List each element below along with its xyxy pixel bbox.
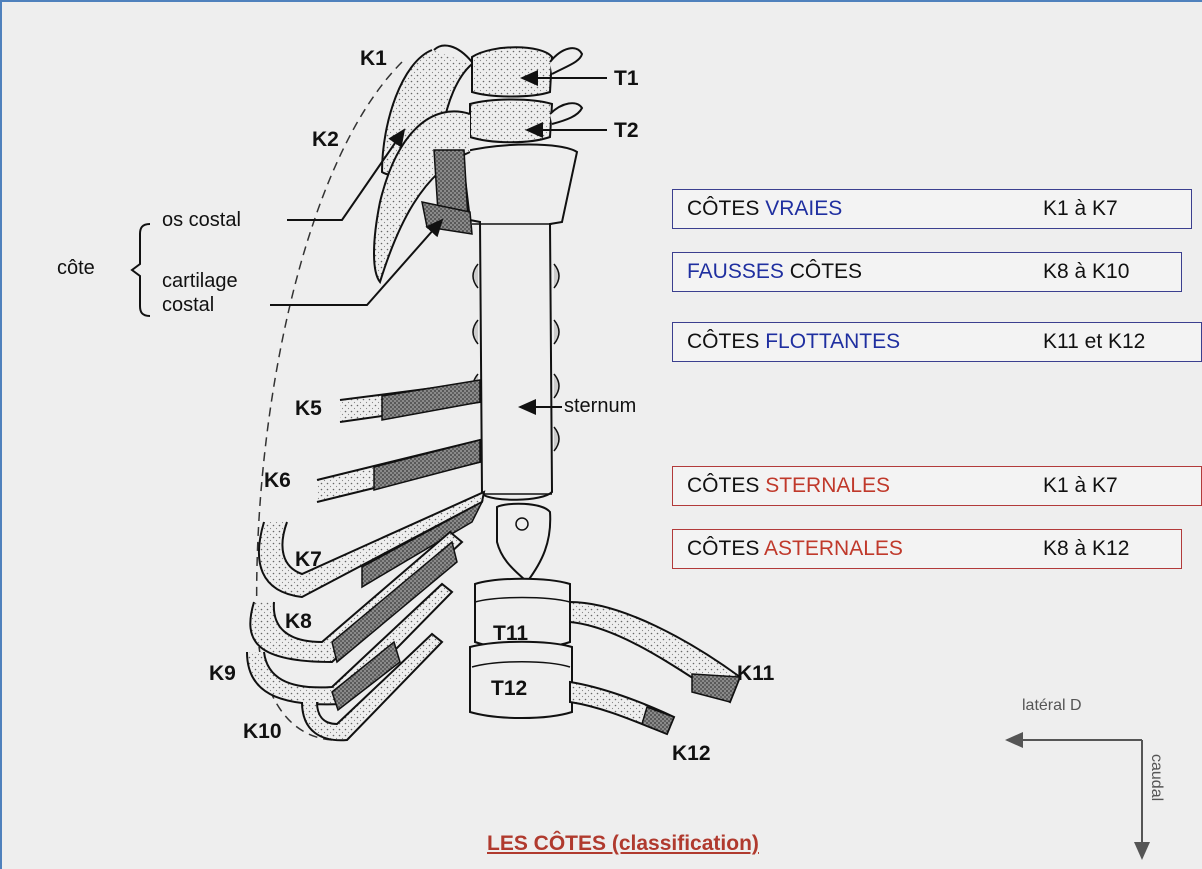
label-cartilage: cartilage — [162, 270, 238, 293]
cote-bracket — [132, 224, 150, 316]
page-title: LES CÔTES (classification) — [487, 832, 759, 856]
cartilage-leader — [270, 220, 442, 305]
box-asternales: CÔTES ASTERNALES K8 à K12 — [672, 529, 1182, 569]
label-k8: K8 — [285, 610, 312, 634]
box-fausses-range: K8 à K10 — [1043, 260, 1129, 284]
box-sternales: CÔTES STERNALES K1 à K7 — [672, 466, 1202, 506]
vertebra-t2-shape — [470, 100, 582, 143]
box-vraies-range: K1 à K7 — [1043, 197, 1118, 221]
box-sternales-range: K1 à K7 — [1043, 474, 1118, 498]
xiphoid-shape — [497, 504, 550, 582]
box-fausses: FAUSSES CÔTES K8 à K10 — [672, 252, 1182, 292]
label-costal: costal — [162, 294, 214, 317]
label-t11: T11 — [493, 622, 528, 646]
label-t2: T2 — [614, 119, 639, 143]
label-os-costal: os costal — [162, 209, 241, 232]
box-flottantes-name: CÔTES FLOTTANTES — [687, 330, 900, 354]
label-caudal: caudal — [1147, 754, 1165, 801]
label-k2: K2 — [312, 128, 339, 152]
label-k9: K9 — [209, 662, 236, 686]
label-k5: K5 — [295, 397, 322, 421]
label-sternum: sternum — [564, 395, 636, 418]
box-flottantes: CÔTES FLOTTANTES K11 et K12 — [672, 322, 1202, 362]
label-k7: K7 — [295, 548, 322, 572]
box-asternales-name: CÔTES ASTERNALES — [687, 537, 903, 561]
label-lateral: latéral D — [1022, 697, 1082, 715]
box-asternales-range: K8 à K12 — [1043, 537, 1129, 561]
label-k12: K12 — [672, 742, 711, 766]
label-k10: K10 — [243, 720, 282, 744]
box-flottantes-range: K11 et K12 — [1043, 330, 1145, 354]
label-t12: T12 — [491, 677, 527, 701]
label-cote: côte — [57, 257, 95, 280]
label-k6: K6 — [264, 469, 291, 493]
label-k11: K11 — [737, 662, 774, 686]
box-sternales-name: CÔTES STERNALES — [687, 474, 890, 498]
box-fausses-name: FAUSSES CÔTES — [687, 260, 862, 284]
label-t1: T1 — [614, 67, 639, 91]
box-vraies-name: CÔTES VRAIES — [687, 197, 842, 221]
label-k1: K1 — [360, 47, 387, 71]
box-vraies: CÔTES VRAIES K1 à K7 — [672, 189, 1192, 229]
